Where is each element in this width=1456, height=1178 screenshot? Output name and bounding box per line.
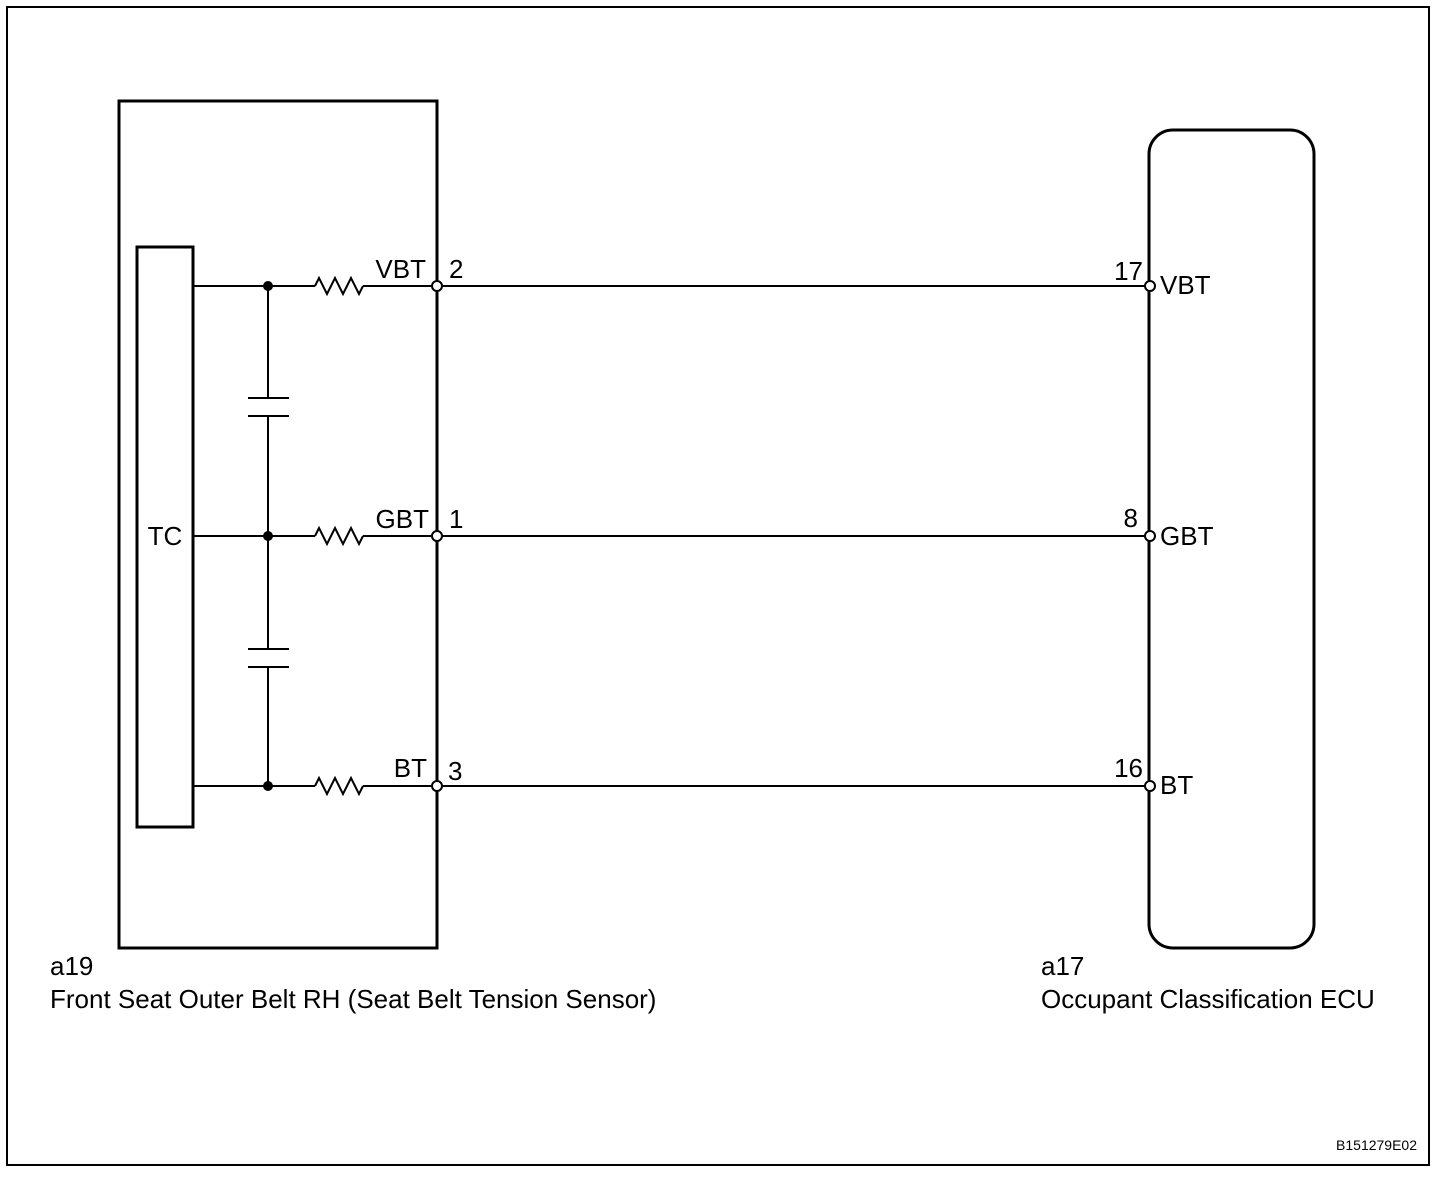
ecu-pin-number-17: 17: [1114, 256, 1143, 286]
ecu-signal-gbt: GBT: [1160, 521, 1214, 551]
terminal-ecu-pin-8: [1144, 530, 1156, 542]
terminal-ecu-pin-16: [1144, 780, 1156, 792]
ecu-connector-code: a17: [1041, 951, 1084, 981]
terminal-sensor-pin-3: [431, 780, 443, 792]
junction-dot-bt: [263, 781, 273, 791]
sensor-signal-vbt: VBT: [375, 254, 426, 284]
resistor-bt: [314, 775, 364, 797]
sensor-signal-bt: BT: [394, 753, 427, 783]
terminal-sensor-pin-2: [431, 280, 443, 292]
junction-dot-vbt: [263, 281, 273, 291]
circuit-row-gbt: [193, 525, 1156, 547]
capacitor-2-gap: [258, 649, 278, 666]
sensor-box: [117, 99, 439, 950]
sensor-pin-number-1: 1: [449, 504, 463, 534]
sensor-signal-gbt: GBT: [376, 504, 430, 534]
terminal-ecu-pin-17: [1144, 280, 1156, 292]
ecu-pin-number-16: 16: [1114, 753, 1143, 783]
sensor-connector-code: a19: [50, 951, 93, 981]
ecu-signal-bt: BT: [1160, 770, 1193, 800]
resistor-gbt: [314, 525, 364, 547]
ecu-signal-vbt: VBT: [1160, 270, 1211, 300]
sensor-name: Front Seat Outer Belt RH (Seat Belt Tens…: [50, 984, 656, 1014]
terminal-sensor-pin-1: [431, 530, 443, 542]
sensor-pin-number-2: 2: [449, 254, 463, 284]
junction-dot-gbt: [263, 531, 273, 541]
resistor-vbt: [314, 275, 364, 297]
tc-label: TC: [148, 521, 183, 551]
capacitor-1-gap: [258, 398, 278, 415]
ecu-pin-number-8: 8: [1124, 503, 1138, 533]
ecu-name: Occupant Classification ECU: [1041, 984, 1375, 1014]
sensor-pin-number-3: 3: [448, 756, 462, 786]
outer-frame: [6, 6, 1430, 1166]
circuit-row-bt: [193, 775, 1156, 797]
figure-code: B151279E02: [1336, 1137, 1417, 1153]
circuit-row-vbt: [193, 275, 1156, 297]
